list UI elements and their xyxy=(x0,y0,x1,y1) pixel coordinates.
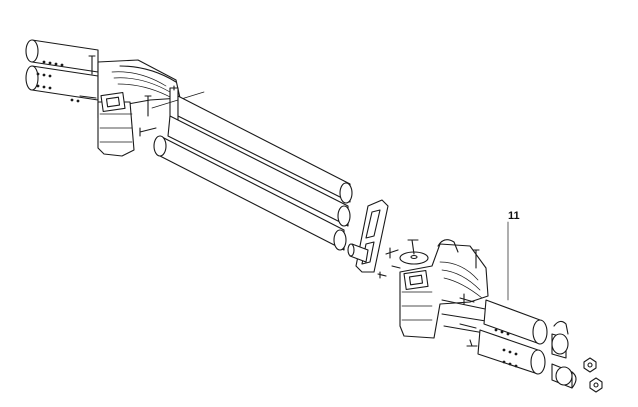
middle-connector xyxy=(347,199,429,279)
disc-washer xyxy=(399,251,429,265)
right-lower-tube xyxy=(477,329,546,375)
left-hub-bracket xyxy=(79,55,181,157)
right-hub-bracket xyxy=(399,239,493,347)
left-lower-tube xyxy=(25,65,99,103)
callout-11-label: 11 xyxy=(508,210,520,222)
slotted-strap xyxy=(355,199,389,273)
left-assembly xyxy=(25,39,353,251)
end-clamp-lower xyxy=(551,363,577,389)
right-assembly xyxy=(399,221,603,393)
end-clamp-upper xyxy=(551,320,569,359)
nut-upper xyxy=(583,357,597,373)
long-tube-middle xyxy=(167,115,351,227)
connector-pin xyxy=(385,247,399,259)
nut-lower xyxy=(589,377,603,393)
long-tube-bottom xyxy=(153,135,347,251)
spacer-cylinder xyxy=(347,243,369,263)
washer-small xyxy=(391,265,401,269)
long-tube-top xyxy=(177,95,353,204)
right-upper-tube xyxy=(483,299,548,345)
top-bolt xyxy=(407,239,419,255)
side-bolt xyxy=(377,271,387,279)
